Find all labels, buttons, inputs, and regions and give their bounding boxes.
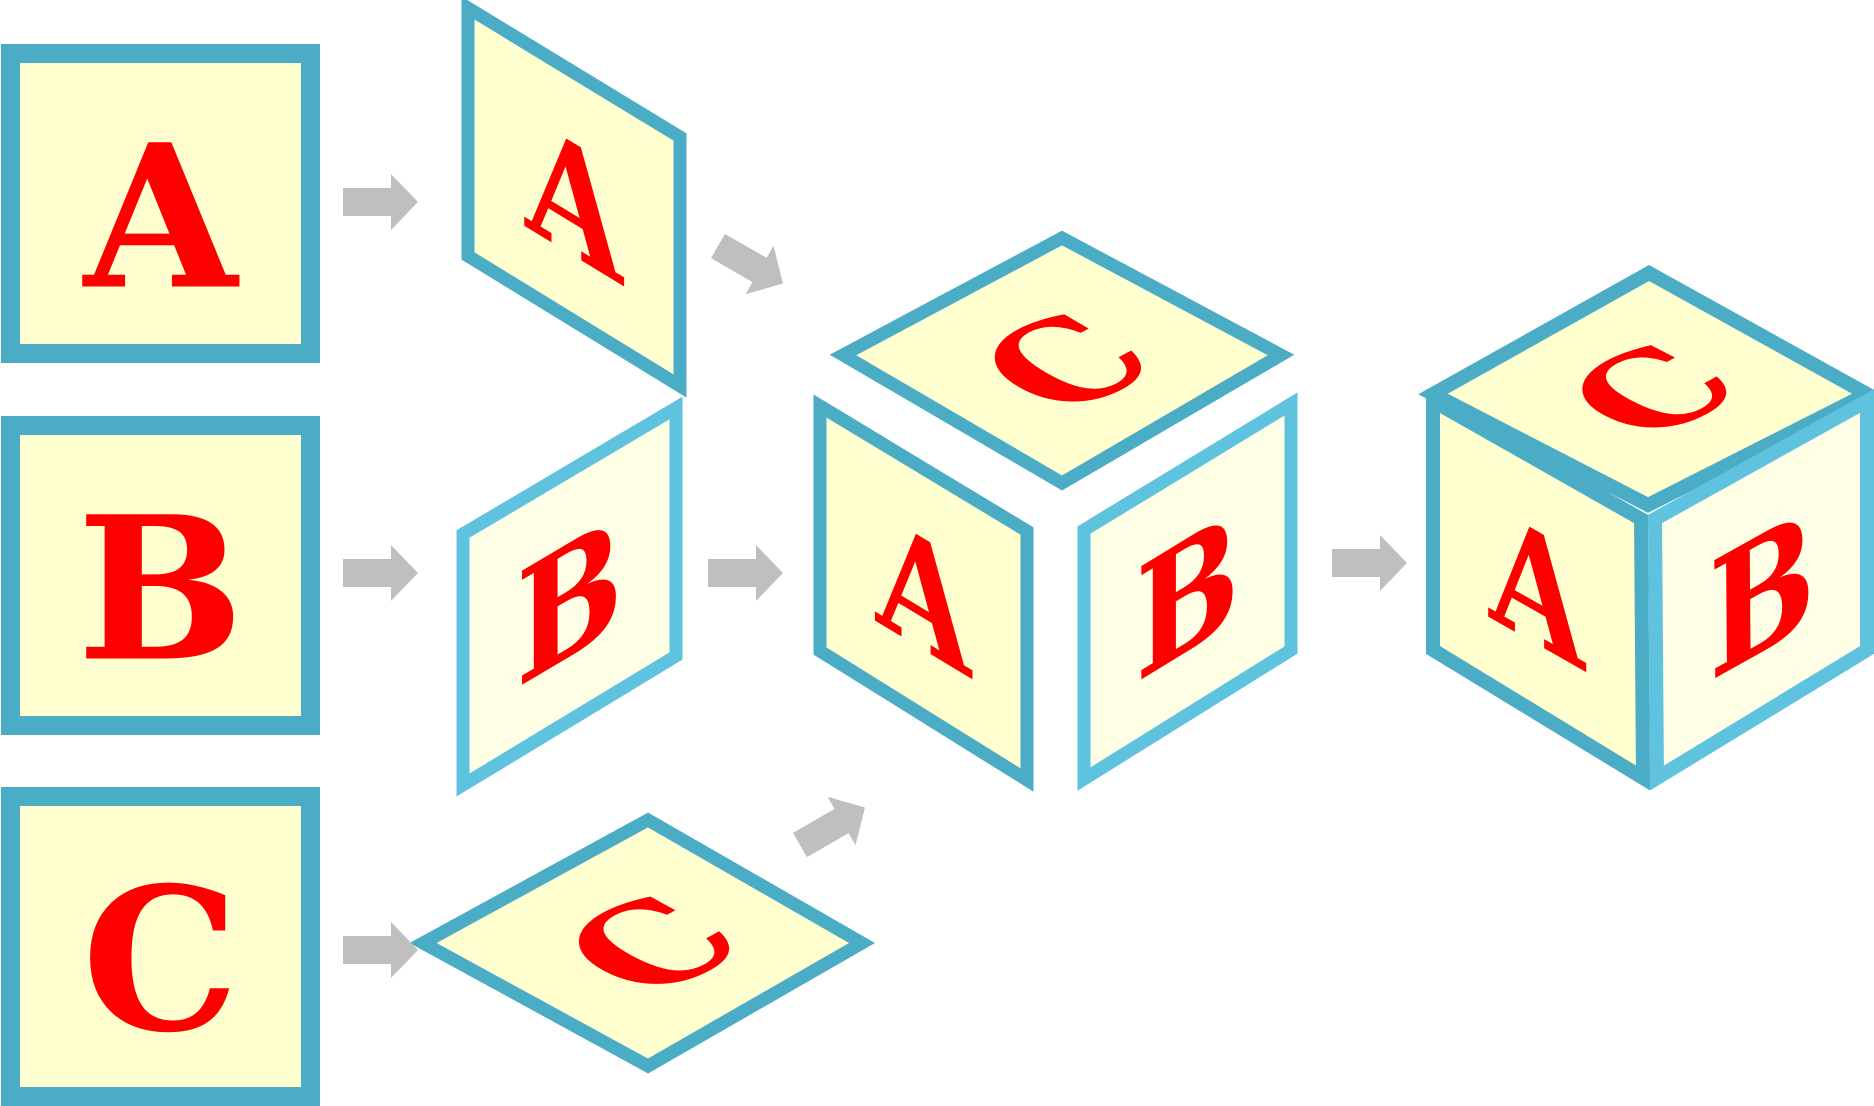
cube-top-face: C <box>1418 264 1874 513</box>
face-outline <box>1426 388 1651 791</box>
arrow-a1-icon <box>343 174 418 230</box>
arrow-c1-icon <box>343 922 418 978</box>
face-outline <box>813 394 1034 792</box>
arrow-right-icon <box>793 796 865 858</box>
flat-tiles: ABC <box>1 44 320 1106</box>
letter-c-glyph: C <box>82 843 239 1076</box>
tile-b: B <box>1 416 320 735</box>
arrow-right-icon <box>343 174 418 230</box>
tile-fill <box>20 435 301 716</box>
ex-top: C <box>829 230 1295 491</box>
arrow-right-icon <box>343 922 418 978</box>
face-b-right: B <box>456 396 683 797</box>
tile-fill <box>20 63 301 344</box>
tile-a: A <box>1 44 320 363</box>
letter-b-glyph: B <box>77 472 244 705</box>
arrow-right-icon <box>343 545 418 601</box>
face-outline <box>1418 264 1874 513</box>
transition-arrows <box>343 174 1407 978</box>
ex-left: A <box>813 394 1034 792</box>
ex-right: B <box>1077 392 1298 791</box>
face-outline <box>829 230 1295 491</box>
projected-faces: ABC <box>409 0 876 1074</box>
cube-right-face: B <box>1647 389 1874 791</box>
face-outline <box>461 0 687 398</box>
face-outline <box>1077 392 1298 791</box>
arrow-right-icon <box>711 233 783 295</box>
tile-c: C <box>1 787 320 1106</box>
face-a-left: A <box>461 0 687 398</box>
arrow-b1-icon <box>343 545 418 601</box>
face-c-top: C <box>409 812 876 1074</box>
arrow-right-icon <box>708 545 783 601</box>
arrow-b2-icon <box>708 545 783 601</box>
cube-left-face: A <box>1426 388 1651 791</box>
face-outline <box>1647 389 1874 791</box>
arrow-right-icon <box>1332 535 1407 591</box>
letter-a-glyph: A <box>82 100 240 333</box>
arrow-final-icon <box>1332 535 1407 591</box>
face-outline <box>456 396 683 797</box>
arrow-a2-icon <box>711 233 783 295</box>
arrow-c2-icon <box>793 796 865 858</box>
face-outline <box>409 812 876 1074</box>
tile-fill <box>20 806 301 1087</box>
